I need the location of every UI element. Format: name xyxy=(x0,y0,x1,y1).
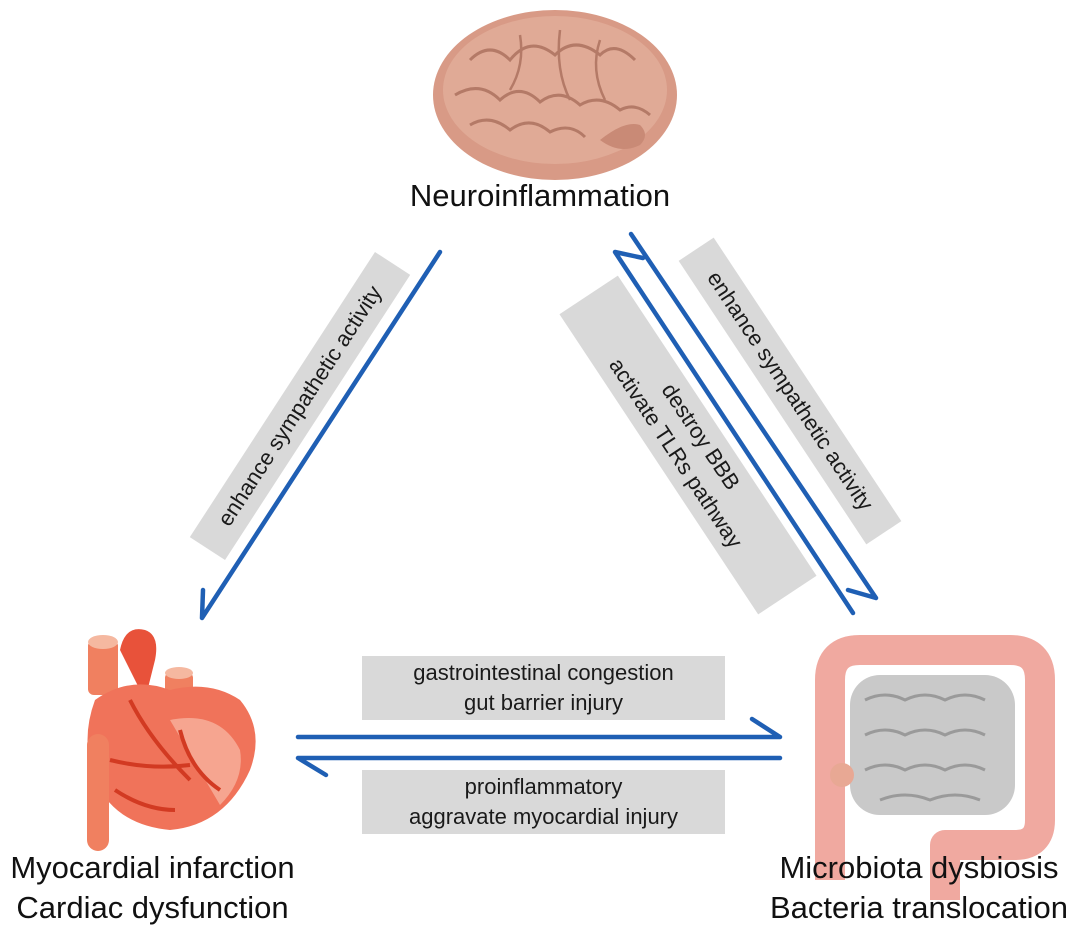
arrow-brain-to-gut xyxy=(628,231,879,601)
heart-label-line2: Cardiac dysfunction xyxy=(16,890,289,925)
brain-illustration xyxy=(433,10,677,180)
arrow-brain-to-heart xyxy=(199,249,443,621)
arrows xyxy=(199,231,879,778)
node-label-heart: Myocardial infarction Cardiac dysfunctio… xyxy=(0,848,305,928)
arrow-gut-to-brain xyxy=(612,249,856,616)
heart-illustration xyxy=(87,629,256,851)
edge-label-gut-to-heart-line1: proinflammatory xyxy=(464,774,623,799)
gut-label-line1: Microbiota dysbiosis xyxy=(779,850,1059,885)
node-label-gut: Microbiota dysbiosis Bacteria translocat… xyxy=(760,848,1078,928)
edge-label-heart-to-gut-line1: gastrointestinal congestion xyxy=(413,660,674,685)
gut-label-line2: Bacteria translocation xyxy=(769,890,1069,925)
edge-label-gut-to-heart-line2: aggravate myocardial injury xyxy=(408,804,679,829)
gut-illustration xyxy=(815,635,1055,900)
node-label-neuroinflammation: Neuroinflammation xyxy=(409,178,671,213)
edge-box-heart-to-gut: gastrointestinal congestion gut barrier … xyxy=(362,656,725,720)
arrow-heart-to-gut xyxy=(295,716,783,740)
edge-label-heart-to-gut-line2: gut barrier injury xyxy=(464,690,623,715)
edge-box-gut-to-heart: proinflammatory aggravate myocardial inj… xyxy=(362,770,725,834)
heart-label-line1: Myocardial infarction xyxy=(10,850,295,885)
arrow-gut-to-heart xyxy=(295,755,783,778)
